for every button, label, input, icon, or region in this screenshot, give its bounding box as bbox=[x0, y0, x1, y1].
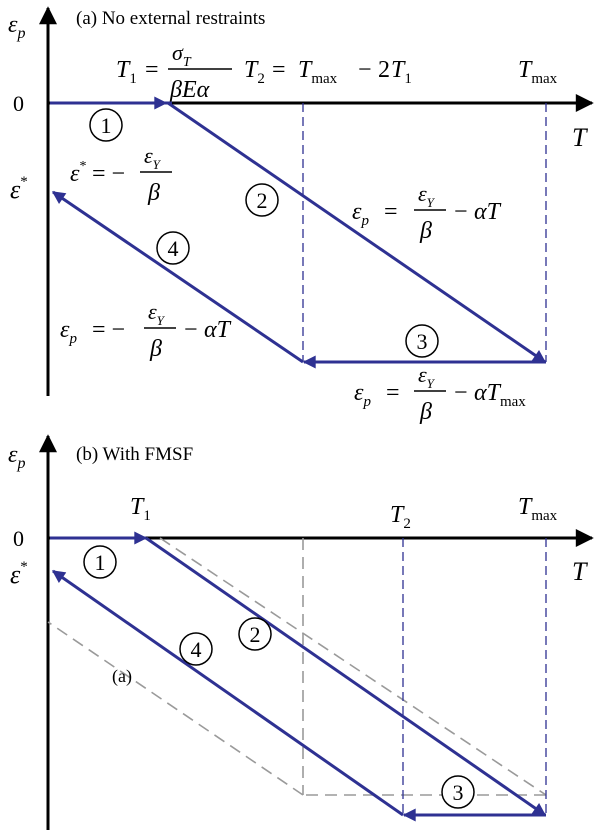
panel-b-estar-label: ε* bbox=[10, 559, 28, 589]
svg-text:4: 4 bbox=[191, 637, 202, 662]
svg-text:εp: εp bbox=[352, 199, 369, 229]
panel-b-reference-cycle bbox=[47, 537, 547, 796]
panel-a-step-2: 2 bbox=[245, 183, 279, 217]
panel-a-equation-path-4: εp = − εY β − αT bbox=[60, 299, 232, 362]
svg-text:σT: σT bbox=[172, 40, 192, 70]
svg-text:T2: T2 bbox=[244, 57, 265, 87]
svg-text:−: − bbox=[454, 199, 468, 225]
panel-a-x-axis-label: T bbox=[572, 123, 588, 152]
panel-b-zero-label: 0 bbox=[13, 526, 24, 551]
panel-a-tmax-label: Tmax bbox=[518, 57, 558, 87]
panel-a-t2-formula: T2 = Tmax − 2 T1 bbox=[244, 57, 412, 87]
panel-a-zero-label: 0 bbox=[13, 91, 24, 116]
svg-text:β: β bbox=[147, 180, 160, 206]
svg-text:T1: T1 bbox=[391, 57, 412, 87]
svg-text:1: 1 bbox=[101, 113, 112, 138]
svg-text:Tmax: Tmax bbox=[298, 57, 338, 87]
svg-text:=: = bbox=[386, 380, 400, 406]
svg-text:=: = bbox=[384, 199, 398, 225]
svg-text:ε*: ε* bbox=[70, 159, 86, 187]
svg-text:−: − bbox=[358, 57, 372, 83]
svg-text:4: 4 bbox=[168, 236, 179, 261]
svg-text:= −: = − bbox=[92, 161, 125, 187]
panel-b-path-4 bbox=[51, 569, 404, 817]
panel-a-path-4 bbox=[51, 190, 304, 364]
svg-text:−: − bbox=[184, 317, 198, 343]
svg-text:β: β bbox=[419, 218, 432, 244]
svg-text:−: − bbox=[454, 380, 468, 406]
panel-b-t1-label: T1 bbox=[130, 494, 151, 524]
svg-text:2: 2 bbox=[250, 622, 261, 647]
panel-a-y-axis-label: εp bbox=[8, 12, 25, 42]
panel-a-estar-formula: ε* = − εY β bbox=[70, 143, 172, 206]
panel-b-path-2 bbox=[145, 536, 547, 817]
panel-b: εp T 0 ε* (b) With FMSF T1 T2 Tmax (a) 1 bbox=[8, 434, 594, 830]
svg-text:3: 3 bbox=[453, 780, 464, 805]
panel-b-y-axis-label: εp bbox=[8, 442, 25, 472]
svg-text:2: 2 bbox=[378, 57, 390, 83]
panel-b-step-1: 1 bbox=[83, 545, 117, 579]
panel-a-step-1: 1 bbox=[89, 108, 123, 142]
panel-b-step-4: 4 bbox=[179, 632, 213, 666]
svg-text:=: = bbox=[145, 57, 159, 83]
svg-text:1: 1 bbox=[95, 550, 106, 575]
panel-b-step-2: 2 bbox=[238, 617, 272, 651]
svg-text:β: β bbox=[419, 399, 432, 425]
panel-a-t1-formula: T1 = σT βEα bbox=[116, 40, 232, 103]
panel-a-path-2 bbox=[167, 101, 547, 364]
svg-text:αT: αT bbox=[204, 317, 232, 343]
svg-text:εY: εY bbox=[148, 299, 166, 328]
svg-text:εY: εY bbox=[144, 143, 162, 172]
svg-text:=: = bbox=[272, 57, 286, 83]
svg-text:εY: εY bbox=[418, 181, 436, 210]
svg-text:β: β bbox=[149, 336, 162, 362]
svg-text:T1: T1 bbox=[116, 57, 137, 87]
panel-a: εp T 0 ε* (a) No external restraints T1 … bbox=[8, 6, 594, 425]
panel-b-title: (b) With FMSF bbox=[76, 444, 193, 465]
panel-a-step-4: 4 bbox=[156, 231, 190, 265]
svg-text:εp: εp bbox=[354, 380, 371, 410]
panel-b-reference-label: (a) bbox=[112, 666, 132, 687]
svg-text:3: 3 bbox=[417, 329, 428, 354]
panel-b-t2-label: T2 bbox=[390, 502, 411, 532]
svg-text:εY: εY bbox=[418, 362, 436, 391]
svg-text:= −: = − bbox=[92, 317, 125, 343]
svg-text:2: 2 bbox=[257, 188, 268, 213]
panel-a-equation-path-2: εp = εY β − αT bbox=[352, 181, 502, 244]
panel-b-x-axis-label: T bbox=[572, 557, 588, 586]
svg-text:εp: εp bbox=[60, 317, 77, 347]
panel-b-step-3: 3 bbox=[441, 775, 475, 809]
svg-text:αT: αT bbox=[474, 199, 502, 225]
panel-a-equation-path-3: εp = εY β − αTmax bbox=[354, 362, 526, 425]
panel-a-title: (a) No external restraints bbox=[76, 8, 265, 29]
panel-a-estar-label: ε* bbox=[10, 174, 28, 204]
panel-a-step-3: 3 bbox=[405, 324, 439, 358]
panel-b-tmax-label: Tmax bbox=[518, 494, 558, 524]
svg-text:βEα: βEα bbox=[169, 77, 210, 103]
svg-text:αTmax: αTmax bbox=[474, 380, 526, 410]
